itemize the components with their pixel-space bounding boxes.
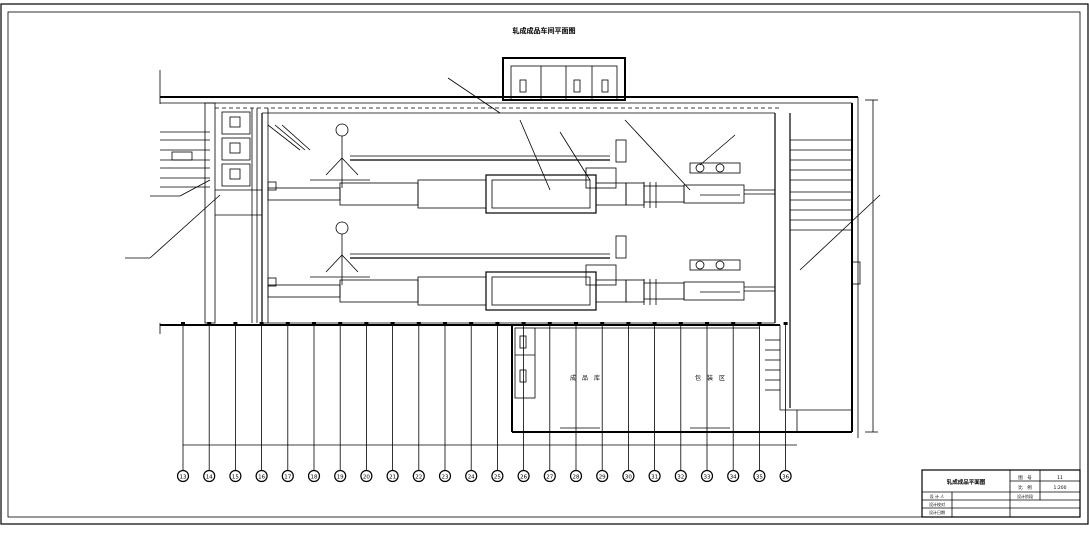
store-rooms: 成 品 库 包 装 区 [514, 327, 760, 429]
axis-label-35: 35 [756, 475, 763, 481]
axis-bubble-33 [700, 469, 714, 483]
inner-border [7, 11, 1081, 518]
column-mark-21 [390, 322, 395, 325]
axis-label-34: 34 [730, 475, 737, 481]
axis-bubble-24 [465, 469, 478, 483]
axis-bubble-32 [674, 469, 687, 483]
column-mark-23 [443, 322, 447, 325]
outer-border [0, 3, 1089, 525]
title-block-drawing-no-label: 图 号 [1018, 475, 1032, 481]
axis-bubble-23 [438, 469, 452, 483]
axis-bubble-22 [412, 469, 425, 483]
axis-label-25: 25 [494, 475, 501, 481]
title-block-scale-label: 比 例 [1018, 484, 1032, 491]
right-side-bays [765, 99, 878, 433]
title-block: 轧成成品平面图 图 号 11 比 例 1:200 设 计 人 设计阶段 设计校对… [921, 469, 1081, 518]
axis-bubble-25 [491, 469, 504, 483]
axis-bubble-13 [176, 469, 190, 483]
axis-bubble-14 [203, 469, 216, 483]
axis-bubble-15 [229, 469, 242, 483]
axis-bubble-27 [543, 469, 556, 483]
axis-label-29: 29 [599, 475, 606, 481]
axis-label-27: 27 [546, 475, 553, 481]
column-mark-18 [312, 322, 316, 325]
title-block-date-label: 设计日期 [929, 509, 945, 515]
column-mark-13 [181, 322, 185, 325]
axis-bubble-34 [727, 469, 740, 483]
axis-label-18: 18 [311, 475, 318, 481]
axis-bubble-31 [648, 469, 661, 483]
axis-label-23: 23 [442, 475, 449, 481]
axis-label-26: 26 [520, 475, 527, 481]
leader-lines [125, 77, 881, 271]
axis-label-13: 13 [180, 475, 187, 481]
rolling-line-upper [267, 123, 775, 214]
axis-bubble-28 [569, 469, 583, 483]
axis-bubble-18 [307, 469, 321, 483]
column-mark-31 [652, 322, 657, 325]
column-mark-30 [626, 322, 631, 325]
axis-label-22: 22 [415, 475, 422, 481]
column-mark-24 [469, 322, 474, 325]
axis-label-16: 16 [258, 475, 265, 481]
column-mark-19 [338, 322, 343, 325]
axis-bubble-19 [334, 469, 347, 483]
axis-label-28: 28 [573, 475, 580, 481]
title-block-designer-label: 设 计 人 [930, 493, 945, 499]
title-block-checker-label: 设计校对 [929, 501, 945, 507]
column-mark-25 [495, 322, 500, 325]
axis-label-21: 21 [389, 475, 396, 481]
axis-label-36: 36 [782, 475, 789, 481]
axis-label-30: 30 [625, 475, 632, 481]
finished-store-label: 成 品 库 [570, 374, 600, 382]
axis-bubble-17 [281, 469, 294, 483]
column-mark-20 [364, 322, 369, 325]
column-mark-15 [233, 322, 238, 325]
column-mark-36 [783, 322, 788, 325]
axis-label-19: 19 [337, 475, 344, 481]
column-mark-35 [757, 322, 762, 325]
column-mark-27 [547, 322, 552, 325]
axis-bubble-20 [360, 469, 373, 483]
column-mark-26 [521, 322, 526, 325]
column-mark-17 [285, 322, 290, 325]
title-block-drawing-no-value: 11 [1057, 475, 1063, 481]
column-mark-22 [416, 322, 421, 325]
column-mark-32 [678, 322, 683, 325]
column-mark-16 [259, 322, 264, 325]
axis-label-32: 32 [677, 475, 684, 481]
left-storage-area [160, 102, 311, 324]
axis-label-31: 31 [651, 475, 658, 481]
column-mark-28 [574, 322, 578, 325]
axis-label-17: 17 [284, 475, 291, 481]
axis-bubble-35 [753, 469, 766, 483]
title-block-drawing-name: 轧成成品平面图 [947, 478, 986, 486]
axis-bubble-30 [622, 469, 635, 483]
axis-label-20: 20 [363, 475, 370, 481]
top-annex [502, 57, 626, 101]
axis-bubble-36 [779, 469, 792, 483]
axis-bubble-21 [386, 469, 399, 483]
axis-bubble-16 [255, 469, 268, 483]
grid-axes: 13 14 15 16 17 18 19 20 21 22 23 24 25 26 27 28 29 30 31 32… [176, 322, 797, 483]
title-block-stage-label: 设计阶段 [1017, 493, 1033, 499]
column-mark-33 [705, 322, 709, 325]
axis-bubble-26 [517, 469, 530, 483]
title-block-scale-value: 1:200 [1054, 485, 1067, 491]
axis-label-14: 14 [206, 475, 213, 481]
axis-label-24: 24 [468, 475, 475, 481]
column-mark-29 [600, 322, 605, 325]
axis-label-15: 15 [232, 475, 239, 481]
drawing-title: 轧成成品车间平面图 [513, 26, 576, 35]
column-mark-14 [207, 322, 212, 325]
axis-bubble-29 [596, 469, 609, 483]
axis-label-33: 33 [704, 475, 711, 481]
column-mark-34 [731, 322, 736, 325]
packing-area-label: 包 装 区 [695, 374, 725, 382]
rolling-line-lower [267, 221, 775, 311]
